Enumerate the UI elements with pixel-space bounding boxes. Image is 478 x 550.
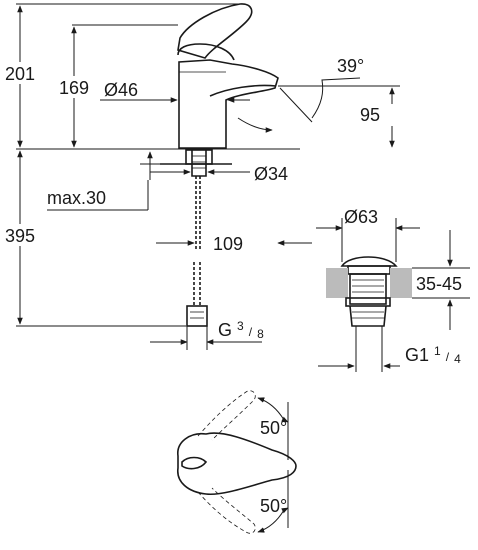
connection-thread-label: G 3 / 8: [218, 314, 264, 341]
spout-angle-label: 39°: [337, 56, 364, 76]
mounting-assembly: [160, 149, 232, 177]
waste-thread-label: G1 1 / 4: [405, 339, 461, 366]
rotation-bottom-label: 50°: [260, 496, 287, 516]
faucet-spout: [209, 84, 277, 97]
deck-range-label: 35-45: [416, 274, 462, 294]
lever-cap: [177, 43, 235, 61]
supply-hose: [186, 176, 208, 327]
spout-height-label: 95: [360, 105, 380, 125]
faucet-body: [178, 59, 279, 149]
faucet-lever: [177, 3, 253, 59]
spout-reach-label: 109: [213, 234, 243, 254]
hose-length-label: 395: [5, 226, 35, 246]
hole-diameter-label: Ø34: [254, 164, 288, 184]
body-diameter-label: Ø46: [104, 80, 138, 100]
height-total-label: 201: [5, 64, 35, 84]
height-spout-label: 169: [59, 78, 89, 98]
waste-assembly: [326, 256, 412, 327]
plan-view: [177, 390, 297, 534]
waste-diameter-label: Ø63: [344, 207, 378, 227]
max-deck-label: max.30: [47, 188, 106, 208]
rotation-top-label: 50°: [260, 418, 287, 438]
